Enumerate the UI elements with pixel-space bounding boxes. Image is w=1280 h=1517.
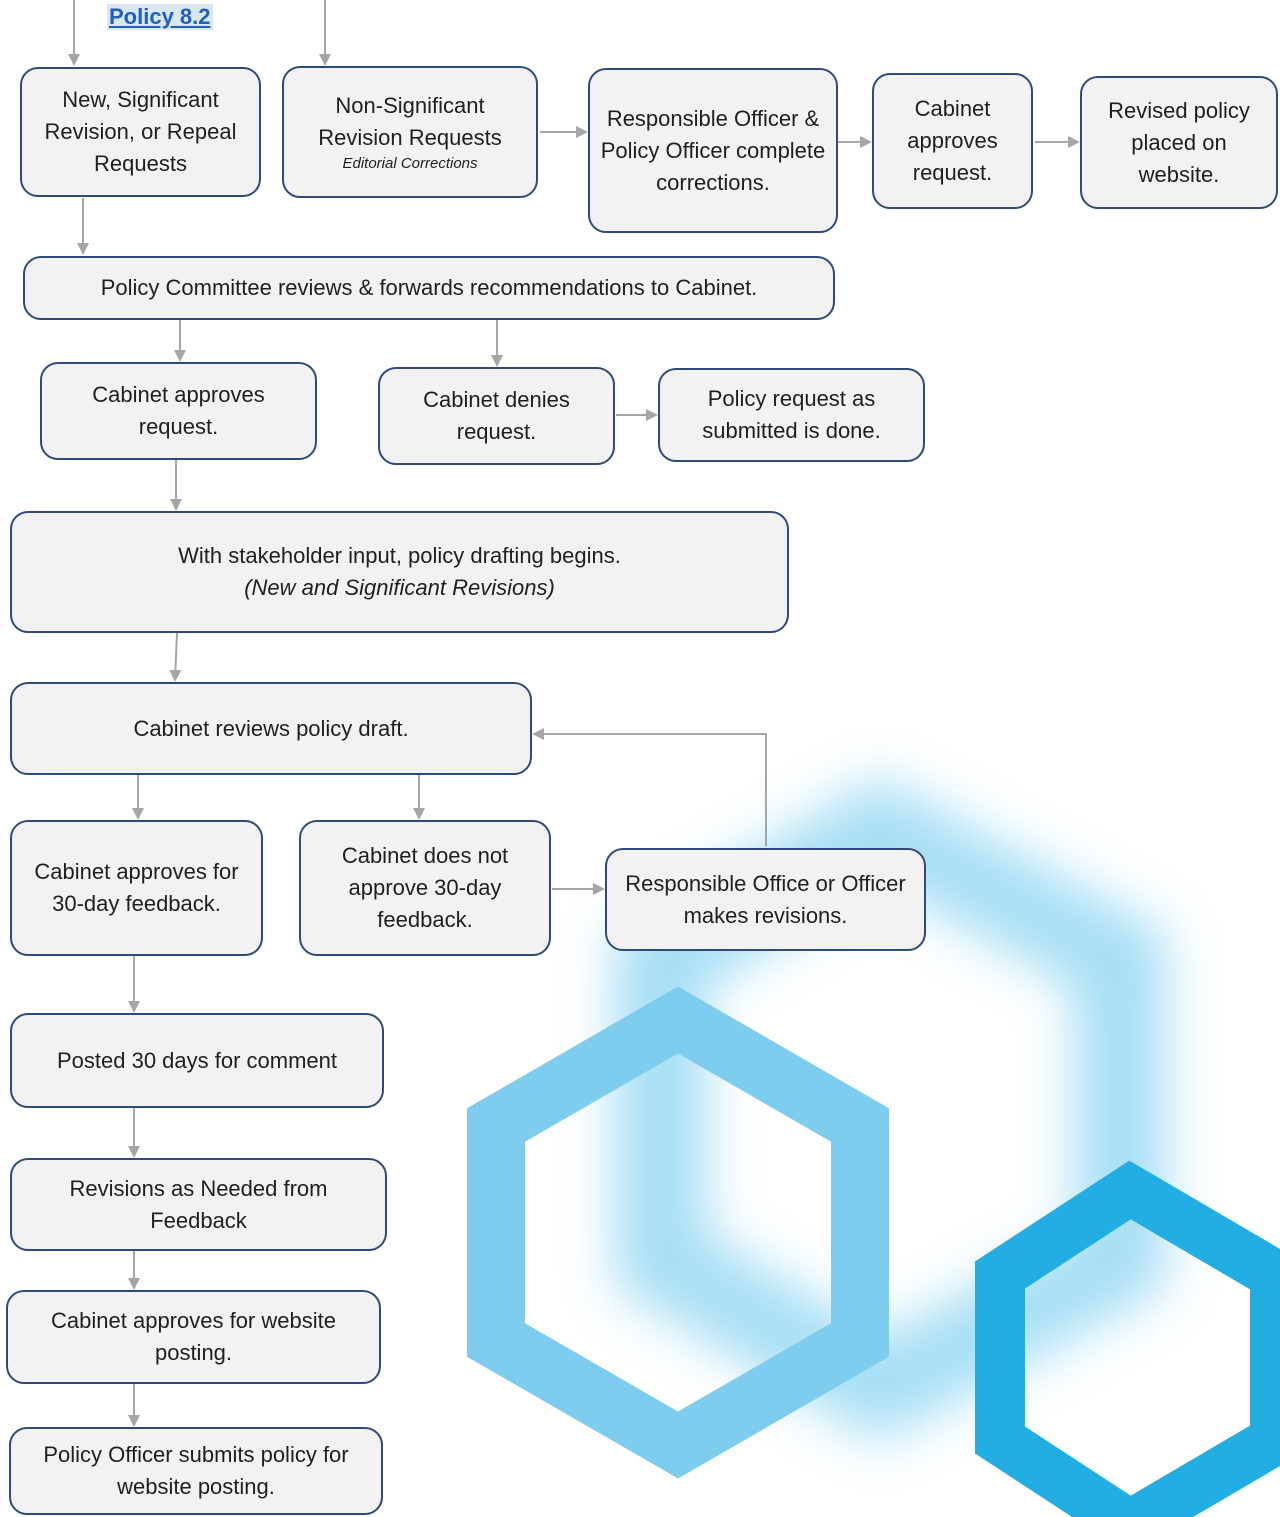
node-officer-corrections-label: Responsible Officer & Policy Officer com… bbox=[600, 105, 826, 195]
node-officer-corrections: Responsible Officer & Policy Officer com… bbox=[588, 68, 838, 233]
node-revisions-needed: Revisions as Needed from Feedback bbox=[10, 1158, 387, 1251]
node-request-done-label: Policy request as submitted is done. bbox=[702, 386, 881, 443]
node-cabinet-approves-request-label: Cabinet approves request. bbox=[92, 382, 265, 439]
hexagon-outline-left bbox=[467, 986, 889, 1479]
node-not-approve-feedback: Cabinet does not approve 30-day feedback… bbox=[299, 820, 551, 956]
node-revised-placed-label: Revised policy placed on website. bbox=[1108, 97, 1250, 187]
node-reviews-draft-label: Cabinet reviews policy draft. bbox=[133, 715, 409, 741]
node-drafting-begins-label: With stakeholder input, policy drafting … bbox=[178, 543, 621, 568]
node-approves-website-label: Cabinet approves for website posting. bbox=[51, 1308, 336, 1365]
node-makes-revisions-label: Responsible Office or Officer makes revi… bbox=[625, 870, 906, 928]
node-cabinet-approves-top-label: Cabinet approves request. bbox=[907, 96, 998, 185]
node-drafting-begins: With stakeholder input, policy drafting … bbox=[10, 511, 789, 633]
blurred-hexagon-shape bbox=[615, 778, 1165, 1442]
node-new-requests: New, Significant Revision, or Repeal Req… bbox=[20, 67, 261, 197]
node-non-significant-label: Non-Significant Revision Requests bbox=[318, 93, 502, 150]
node-approves-feedback-label: Cabinet approves for 30-day feedback. bbox=[34, 859, 239, 916]
node-cabinet-approves-top: Cabinet approves request. bbox=[872, 73, 1033, 209]
node-non-significant-note: Editorial Corrections bbox=[342, 155, 478, 172]
policy-link[interactable]: Policy 8.2 bbox=[107, 4, 213, 30]
hexagon-outline-right bbox=[975, 1160, 1280, 1517]
node-posted-comment: Posted 30 days for comment bbox=[10, 1013, 384, 1108]
node-submits-policy-label: Policy Officer submits policy for websit… bbox=[43, 1442, 349, 1499]
node-cabinet-denies: Cabinet denies request. bbox=[378, 367, 615, 465]
node-makes-revisions: Responsible Office or Officer makes revi… bbox=[605, 848, 926, 951]
node-cabinet-denies-label: Cabinet denies request. bbox=[423, 387, 570, 444]
node-not-approve-feedback-label: Cabinet does not approve 30-day feedback… bbox=[341, 843, 509, 932]
node-revisions-needed-label: Revisions as Needed from Feedback bbox=[69, 1175, 328, 1233]
node-new-requests-label: New, Significant Revision, or Repeal Req… bbox=[44, 87, 237, 176]
node-approves-website: Cabinet approves for website posting. bbox=[6, 1290, 381, 1384]
node-committee-reviews: Policy Committee reviews & forwards reco… bbox=[23, 256, 835, 320]
node-reviews-draft: Cabinet reviews policy draft. bbox=[10, 682, 532, 775]
node-submits-policy: Policy Officer submits policy for websit… bbox=[9, 1427, 383, 1515]
node-non-significant: Non-Significant Revision Requests Editor… bbox=[282, 66, 538, 198]
node-posted-comment-label: Posted 30 days for comment bbox=[56, 1047, 338, 1073]
node-approves-feedback: Cabinet approves for 30-day feedback. bbox=[10, 820, 263, 956]
node-cabinet-approves-request: Cabinet approves request. bbox=[40, 362, 317, 460]
node-request-done: Policy request as submitted is done. bbox=[658, 368, 925, 462]
node-drafting-note: (New and Significant Revisions) bbox=[244, 575, 555, 600]
node-revised-placed: Revised policy placed on website. bbox=[1080, 76, 1278, 209]
node-committee-reviews-label: Policy Committee reviews & forwards reco… bbox=[100, 275, 758, 300]
